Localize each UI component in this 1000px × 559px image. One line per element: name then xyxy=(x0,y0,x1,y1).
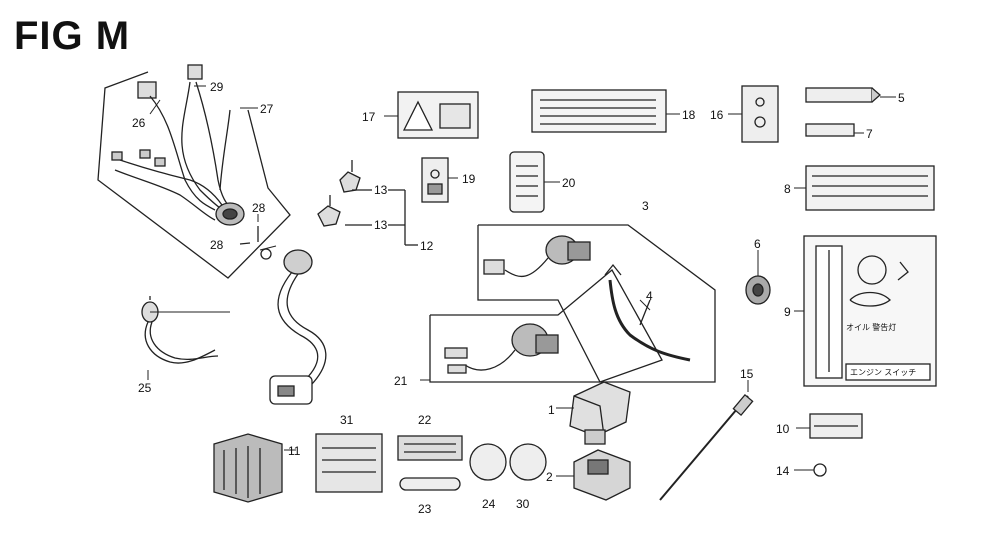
callout-25: 25 xyxy=(138,381,152,395)
label-5 xyxy=(805,87,881,103)
group-box-3 xyxy=(477,224,716,383)
callout-17: 17 xyxy=(362,110,376,124)
callout-2: 2 xyxy=(546,470,553,484)
leader-lines xyxy=(147,85,896,477)
callout-23: 23 xyxy=(418,502,432,516)
rectifier-11 xyxy=(213,433,283,503)
grommet-6 xyxy=(745,275,771,305)
round-label-24 xyxy=(469,443,507,481)
holder-2 xyxy=(573,449,631,501)
engine-switch-text: エンジン スイッチ xyxy=(850,368,916,377)
callout-5: 5 xyxy=(898,91,905,105)
callout-14: 14 xyxy=(776,464,790,478)
callout-20: 20 xyxy=(562,176,576,190)
label-18 xyxy=(531,89,667,133)
callout-1: 1 xyxy=(548,403,555,417)
label-8 xyxy=(805,165,935,211)
callout-28-upper: 28 xyxy=(252,201,266,215)
callout-8: 8 xyxy=(784,182,791,196)
callout-4: 4 xyxy=(646,289,653,303)
callout-26: 26 xyxy=(132,116,146,130)
part-14 xyxy=(813,463,827,477)
callout-22: 22 xyxy=(418,413,432,427)
callout-16: 16 xyxy=(710,108,724,122)
label-16 xyxy=(741,85,779,143)
lamp-harness-12 xyxy=(269,160,418,405)
callout-numbers: 1 2 3 4 5 6 7 8 9 10 11 12 13 13 14 15 1… xyxy=(132,80,905,516)
callout-11: 11 xyxy=(288,444,301,458)
callout-15: 15 xyxy=(740,367,754,381)
callout-13-upper: 13 xyxy=(374,183,388,197)
callout-30: 30 xyxy=(516,497,530,511)
label-17 xyxy=(397,91,479,139)
callout-9: 9 xyxy=(784,305,791,319)
callout-12: 12 xyxy=(420,239,434,253)
callout-19: 19 xyxy=(462,172,476,186)
callout-10: 10 xyxy=(776,422,790,436)
callout-27: 27 xyxy=(260,102,274,116)
callout-3: 3 xyxy=(642,199,649,213)
callout-28-lower: 28 xyxy=(210,238,224,252)
callout-31: 31 xyxy=(340,413,354,427)
round-label-30 xyxy=(509,443,547,481)
harness-group-27 xyxy=(97,64,291,279)
dipstick-15 xyxy=(659,393,754,501)
callout-29: 29 xyxy=(210,80,224,94)
figure-title: FIG M xyxy=(14,14,131,58)
callout-7: 7 xyxy=(866,127,873,141)
label-10 xyxy=(809,413,863,439)
manual-20 xyxy=(509,151,545,213)
callout-13-lower: 13 xyxy=(374,218,388,232)
group-box-21 xyxy=(429,268,663,383)
callout-21: 21 xyxy=(394,374,408,388)
callout-18: 18 xyxy=(682,108,696,122)
strip-23 xyxy=(399,477,461,491)
relay-1 xyxy=(569,381,631,445)
label-22 xyxy=(397,435,463,461)
cable-25 xyxy=(141,296,219,364)
label-19 xyxy=(421,157,449,203)
label-31 xyxy=(315,433,383,493)
oil-label-text: オイル 警告灯 xyxy=(846,322,896,332)
label-9 xyxy=(803,235,937,387)
callout-6: 6 xyxy=(754,237,761,251)
callout-24: 24 xyxy=(482,497,496,511)
label-7 xyxy=(805,123,855,137)
